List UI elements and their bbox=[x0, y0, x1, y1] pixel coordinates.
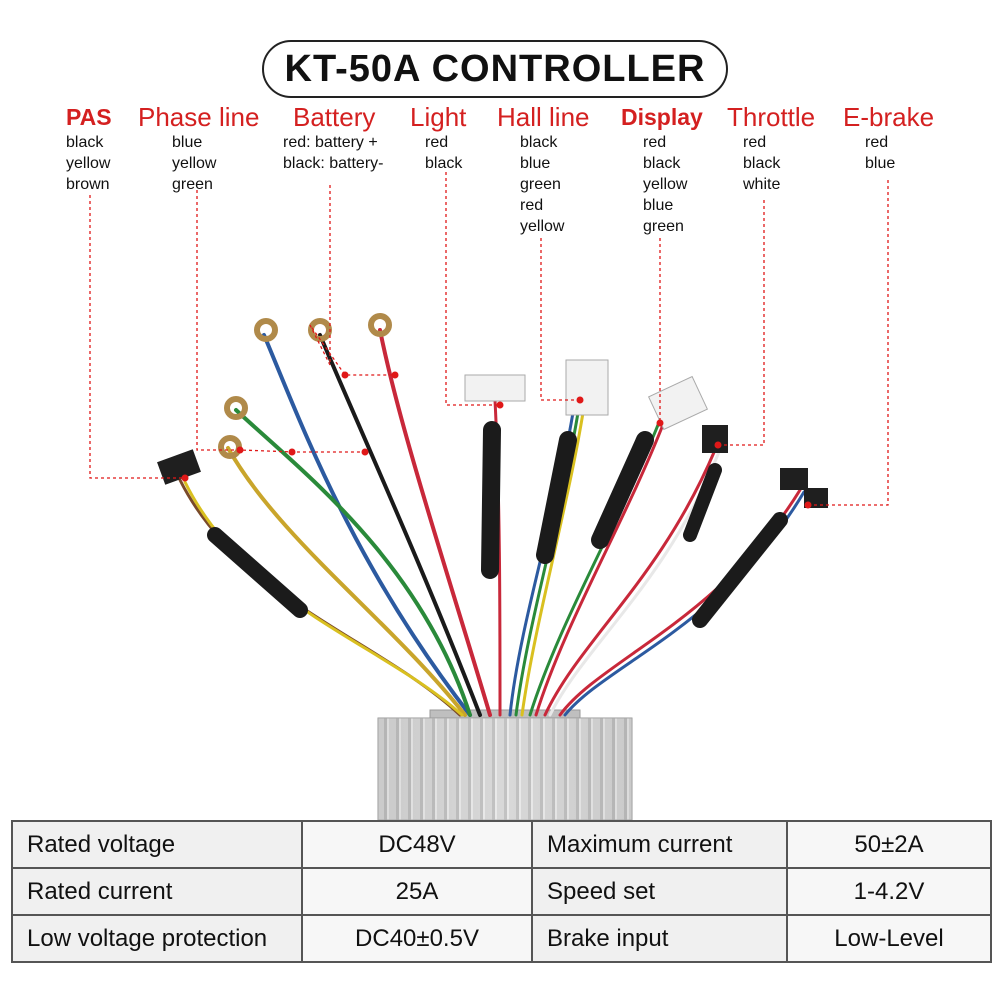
controller-illustration bbox=[89, 172, 889, 820]
label-hall-line: Hall line black blue green red yellow bbox=[497, 102, 590, 237]
wire-color: white bbox=[743, 176, 781, 193]
spec-label: Rated voltage bbox=[11, 820, 303, 869]
label-phase-line-title: Phase line bbox=[138, 102, 260, 132]
ring-terminals bbox=[218, 313, 392, 459]
spec-value: DC48V bbox=[301, 820, 533, 869]
wire-color: red bbox=[743, 134, 767, 151]
label-hall-line-title: Hall line bbox=[497, 102, 590, 132]
label-pas: PAS black yellow brown bbox=[66, 102, 112, 195]
label-display-title: Display bbox=[621, 104, 703, 130]
label-battery-wires: red: battery + black: battery- bbox=[283, 132, 383, 174]
label-light-wires: red black bbox=[425, 132, 466, 174]
table-row: Rated current 25A Speed set 1-4.2V bbox=[11, 867, 992, 916]
table-row: Rated voltage DC48V Maximum current 50±2… bbox=[11, 820, 992, 869]
diagram-title: KT-50A CONTROLLER bbox=[262, 40, 728, 98]
label-throttle-title: Throttle bbox=[727, 102, 816, 132]
label-pas-title: PAS bbox=[66, 104, 112, 130]
spec-label: Speed set bbox=[531, 867, 788, 916]
controller-box bbox=[377, 709, 633, 820]
spec-value: 50±2A bbox=[786, 820, 992, 869]
display-connector bbox=[647, 375, 709, 431]
leader-dots bbox=[181, 371, 812, 509]
label-light: Light red black bbox=[410, 102, 466, 174]
wire-color: green bbox=[520, 176, 561, 193]
wire-color: red bbox=[425, 134, 449, 151]
wire-color: yellow bbox=[66, 155, 111, 172]
wire-color: red bbox=[520, 197, 544, 214]
wire-color: black: battery- bbox=[283, 155, 384, 172]
label-throttle: Throttle red black white bbox=[727, 102, 815, 195]
cable-sleeves bbox=[207, 421, 788, 628]
label-e-brake-title: E-brake bbox=[843, 102, 935, 132]
label-hall-line-wires: black blue green red yellow bbox=[520, 132, 590, 237]
spec-value: 1-4.2V bbox=[786, 867, 992, 916]
wire-color: black bbox=[643, 155, 681, 172]
spec-label: Maximum current bbox=[531, 820, 788, 869]
wire-color: blue bbox=[520, 155, 551, 172]
wire-color: yellow bbox=[643, 176, 688, 193]
label-e-brake: E-brake red blue bbox=[843, 102, 934, 174]
table-row: Low voltage protection DC40±0.5V Brake i… bbox=[11, 914, 992, 963]
label-battery: Battery red: battery + black: battery- bbox=[283, 102, 383, 174]
pas-connector bbox=[157, 449, 201, 485]
label-display: Display red black yellow blue green bbox=[621, 102, 703, 237]
light-connector bbox=[464, 374, 526, 402]
hall-connector bbox=[565, 359, 609, 416]
spec-value: 25A bbox=[301, 867, 533, 916]
spec-label: Rated current bbox=[11, 867, 303, 916]
label-battery-title: Battery bbox=[293, 102, 376, 132]
wire-color: black bbox=[520, 134, 558, 151]
wire-color: red bbox=[643, 134, 667, 151]
wire-color: black bbox=[743, 155, 781, 172]
wire-color: black bbox=[66, 134, 104, 151]
wire-color: red: battery + bbox=[283, 134, 378, 151]
wire-color: blue bbox=[172, 134, 203, 151]
label-e-brake-wires: red blue bbox=[865, 132, 934, 174]
brake-connector-1 bbox=[780, 468, 808, 490]
spec-value: Low-Level bbox=[786, 914, 992, 963]
wire-color: yellow bbox=[520, 218, 565, 235]
spec-table: Rated voltage DC48V Maximum current 50±2… bbox=[11, 820, 992, 963]
label-phase-line: Phase line blue yellow green bbox=[138, 102, 259, 195]
wire-color: red bbox=[865, 134, 889, 151]
wire-color: blue bbox=[643, 197, 674, 214]
wire-color: blue bbox=[865, 155, 896, 172]
wire-color: brown bbox=[66, 176, 110, 193]
spec-label: Low voltage protection bbox=[11, 914, 303, 963]
throttle-connector bbox=[702, 425, 728, 453]
wire-color: black bbox=[425, 155, 463, 172]
label-display-wires: red black yellow blue green bbox=[643, 132, 703, 237]
spec-label: Brake input bbox=[531, 914, 788, 963]
spec-value: DC40±0.5V bbox=[301, 914, 533, 963]
label-pas-wires: black yellow brown bbox=[66, 132, 112, 195]
label-phase-line-wires: blue yellow green bbox=[172, 132, 259, 195]
wire-color: green bbox=[643, 218, 684, 235]
wire-color: yellow bbox=[172, 155, 217, 172]
wire-color: green bbox=[172, 176, 213, 193]
label-throttle-wires: red black white bbox=[743, 132, 815, 195]
connectors bbox=[157, 359, 828, 508]
label-light-title: Light bbox=[410, 102, 467, 132]
